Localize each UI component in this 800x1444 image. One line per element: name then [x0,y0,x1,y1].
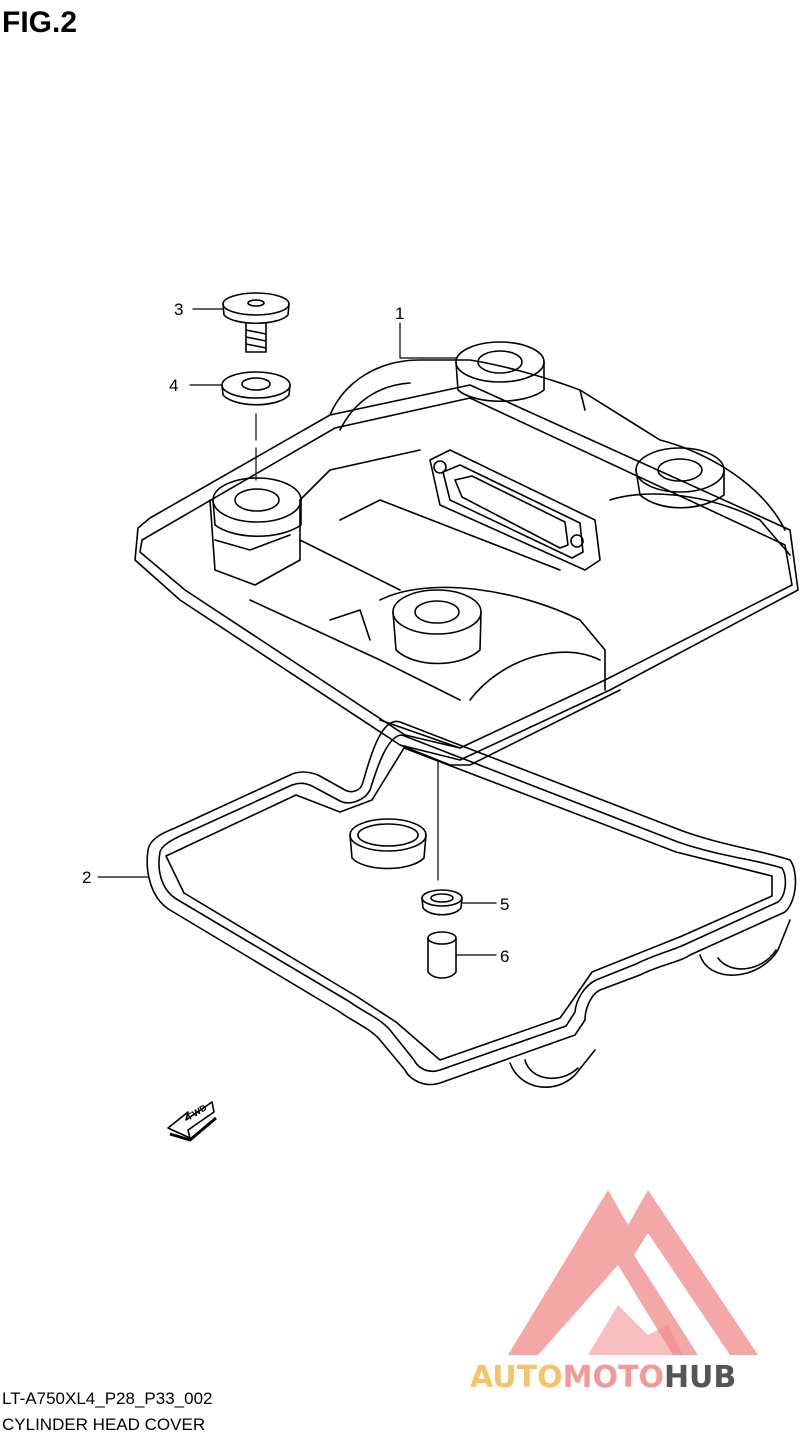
bolt-washer [221,371,291,406]
automotohub-logo-icon [508,1190,758,1355]
watermark-hub: HUB [663,1360,737,1395]
watermark-auto: AUTO [470,1360,563,1395]
figure-title: FIG.2 [2,6,78,39]
seal-ring [421,889,463,916]
callout-2: 2 [82,868,91,887]
watermark-text: AUTOMOTOHUB [470,1360,736,1395]
cylinder-head-cover [134,341,799,766]
part-code: LT-A750XL4_P28_P33_002 [2,1389,213,1408]
callout-4: 4 [169,376,178,395]
assembly-lines [255,413,439,881]
callout-1: 1 [395,304,404,323]
cover-gasket [146,720,797,1088]
callout-3: 3 [174,300,183,319]
dowel-pin [427,931,457,979]
forward-arrow-icon: FWD [167,1101,217,1142]
callout-5: 5 [500,895,509,914]
part-name: CYLINDER HEAD COVER [2,1415,206,1434]
watermark-moto: MOTO [562,1360,664,1395]
leader-lines [97,308,497,956]
callout-6: 6 [500,947,509,966]
cover-bolt [222,292,290,353]
